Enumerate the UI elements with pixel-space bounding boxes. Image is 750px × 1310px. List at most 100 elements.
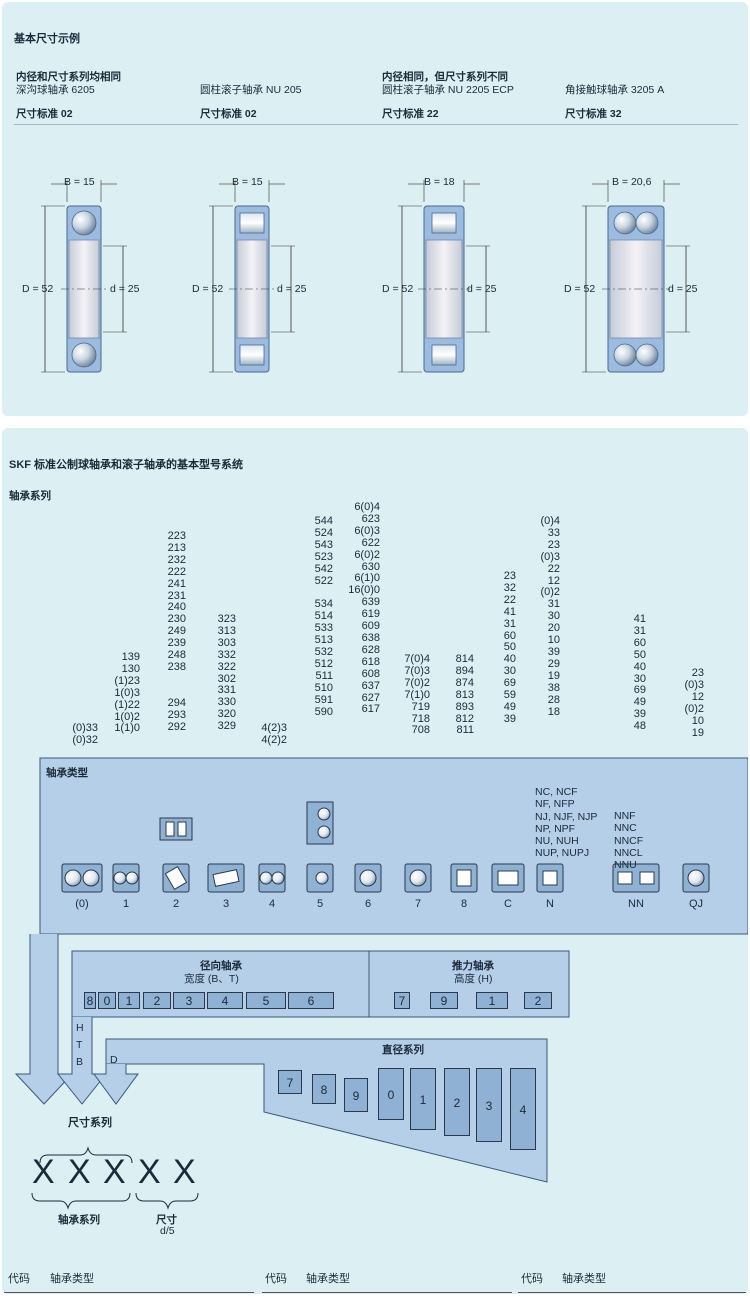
- x-placeholder: X: [103, 1153, 126, 1191]
- ball: [613, 343, 637, 367]
- bearing-type-icon: [159, 817, 193, 893]
- bearing-drawings: [41, 180, 690, 373]
- bearing-type-icon: [258, 863, 286, 893]
- series-column: 544 524 543 523 542 522 534 514 533 513 …: [314, 515, 333, 718]
- series-column: (0)33 (0)32: [72, 722, 98, 746]
- thrust-code-block: 7: [394, 992, 410, 1009]
- ball: [635, 343, 659, 367]
- width-label: B = 15: [64, 176, 95, 188]
- bearing-series-label: 轴承系列: [58, 1214, 100, 1226]
- diameter-title: 直径系列: [382, 1044, 424, 1056]
- ring: [159, 817, 193, 841]
- x-placeholder: X: [68, 1153, 91, 1191]
- type-code-label: 3: [222, 898, 230, 910]
- group1-example-b: 圆柱滚子轴承 NU 205: [200, 84, 302, 96]
- type-code-label: 7: [414, 898, 422, 910]
- ball: [64, 869, 82, 887]
- n-variants: NC, NCF NF, NFP NJ, NJF, NJP NP, NPF NU,…: [535, 786, 598, 860]
- diameter-code-block: 9: [344, 1078, 368, 1112]
- roller: [497, 870, 519, 886]
- diameter-code-block: 4: [510, 1068, 536, 1150]
- ball: [259, 871, 273, 885]
- type-code-label: 4: [268, 898, 276, 910]
- bearing-section: [398, 180, 490, 373]
- group2-heading: 内径相同，但尺寸系列不同: [382, 71, 508, 83]
- ball: [687, 869, 705, 887]
- diameter-code-block: 3: [476, 1068, 502, 1142]
- outer-diameter-label: D = 52: [564, 283, 596, 295]
- roller: [239, 344, 265, 366]
- panel-title: 基本尺寸示例: [14, 33, 80, 45]
- type-code-label: N: [546, 898, 554, 910]
- ring: [306, 801, 334, 845]
- bore-diameter-label: d = 25: [668, 283, 698, 295]
- ball: [317, 825, 331, 839]
- series-column: 4(2)3 4(2)2: [261, 722, 287, 746]
- types-label: 轴承类型: [46, 767, 88, 779]
- series-column: 7(0)4 7(0)3 7(0)2 7(1)0 719 718 708: [404, 653, 430, 737]
- series-column: 23 32 22 41 31 60 50 40 30 69 59 49 39: [503, 570, 516, 725]
- ball: [359, 869, 377, 887]
- roller: [212, 869, 240, 887]
- bearing-section: [41, 180, 127, 373]
- roller: [456, 869, 472, 887]
- bearing-type-icon: [450, 863, 478, 893]
- outer-diameter-label: D = 52: [192, 283, 224, 295]
- bore-diameter-label: d = 25: [110, 283, 140, 295]
- ball: [409, 869, 427, 887]
- bearing-section: [582, 180, 690, 373]
- standard-label: 尺寸标准 32: [565, 108, 622, 120]
- width-label: B = 20,6: [612, 176, 652, 188]
- diameter-code-block: 8: [312, 1074, 336, 1104]
- series-column: 6(0)4 623 6(0)3 622 6(0)2 630 6(1)0 16(0…: [348, 501, 380, 716]
- group2-example-b: 角接触球轴承 3205 A: [565, 84, 665, 96]
- divider: [14, 124, 738, 125]
- type-code-label: NN: [628, 898, 644, 910]
- ball: [71, 210, 97, 236]
- radial-code-block: 1: [118, 992, 140, 1009]
- series-column: (0)4 33 23 (0)3 22 12 (0)2 31 30 20 10 3…: [540, 515, 560, 718]
- size-label: 尺寸: [156, 1214, 177, 1226]
- footer-rule: [518, 1292, 746, 1293]
- roller: [542, 870, 558, 886]
- roller: [617, 871, 633, 885]
- designation-system-panel: SKF 标准公制球轴承和滚子轴承的基本型号系统 轴承系列 (0)33 (0)32…: [2, 428, 748, 1294]
- series-column: 323 313 303 332 322 302 331 330 320 329: [217, 613, 236, 733]
- series-column: 139 130 (1)23 1(0)3 (1)22 1(0)2 1(1)0: [114, 651, 140, 735]
- x-placeholder: X: [32, 1153, 55, 1191]
- footer-code: 代码: [8, 1273, 30, 1285]
- bearing-type-icon: [354, 863, 382, 893]
- radial-code-block: 6: [288, 992, 334, 1009]
- hbt-letter: B: [76, 1056, 84, 1068]
- bearing-type-icon: [306, 801, 334, 893]
- thrust-code-block: 1: [476, 992, 508, 1009]
- bearing-type-icon: [404, 863, 432, 893]
- outer-diameter-label: D = 52: [22, 283, 54, 295]
- ball: [113, 871, 127, 885]
- type-code-label: (0): [75, 898, 89, 910]
- ball: [635, 211, 659, 235]
- panel-title: SKF 标准公制球轴承和滚子轴承的基本型号系统: [9, 459, 244, 471]
- bearing-types-box: [39, 757, 748, 935]
- thrust-code-block: 9: [430, 992, 458, 1009]
- bearing-type-icon: [536, 863, 564, 893]
- series-column: 23 (0)3 12 (0)2 10 19: [684, 667, 704, 739]
- series-column: 814 894 874 813 893 812 811: [455, 653, 474, 737]
- bearing-series-brace: [31, 1192, 131, 1210]
- ball: [71, 342, 97, 368]
- ball: [271, 871, 285, 885]
- series-label: 轴承系列: [9, 490, 51, 502]
- roller: [431, 212, 457, 234]
- roller: [165, 821, 175, 837]
- radial-code-block: 5: [246, 992, 286, 1009]
- radial-code-block: 4: [207, 992, 243, 1009]
- roller: [239, 212, 265, 234]
- roller: [177, 821, 187, 837]
- arrow-width: [56, 1017, 108, 1105]
- bearing-type-icon: [61, 863, 103, 893]
- thrust-title: 推力轴承: [452, 960, 494, 972]
- outer-diameter-label: D = 52: [382, 283, 414, 295]
- x-placeholder: X: [173, 1153, 196, 1191]
- diameter-code-block: 2: [444, 1068, 470, 1136]
- dimension-series-label: 尺寸系列: [68, 1117, 112, 1129]
